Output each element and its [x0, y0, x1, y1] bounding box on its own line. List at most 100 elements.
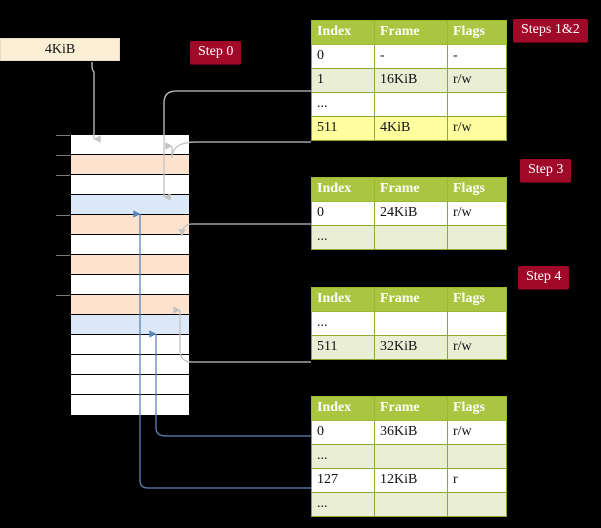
table-row: 0-- [311, 44, 507, 69]
table-cell-flags: r/w [447, 335, 507, 360]
badge-step-0: Step 0 [190, 41, 242, 64]
badge-step-3-label: Step 3 [528, 162, 564, 177]
table-cell-index: ... [311, 492, 375, 517]
table-cell-frame: 12KiB [374, 468, 448, 493]
column-header-flags: Flags [447, 177, 507, 202]
physical-memory-block [70, 134, 190, 415]
table-cell-flags [447, 311, 507, 336]
memory-frame-row [71, 135, 189, 155]
badge-steps-1-2: Steps 1&2 [513, 19, 588, 42]
table-row: ... [311, 444, 507, 469]
table-cell-flags: r/w [447, 201, 507, 226]
table-cell-frame [374, 492, 448, 517]
source-frame-label: 4KiB [44, 41, 76, 57]
column-header-frame: Frame [374, 20, 448, 45]
table-cell-flags: - [447, 44, 507, 69]
table-row: ... [311, 225, 507, 250]
memory-frame-row [71, 355, 189, 375]
badge-steps-1-2-label: Steps 1&2 [521, 22, 580, 37]
table-cell-flags: r [447, 468, 507, 493]
table-cell-frame [374, 92, 448, 117]
badge-step-4-label: Step 4 [526, 269, 562, 284]
badge-step-4: Step 4 [518, 266, 570, 289]
table-cell-flags: r/w [447, 420, 507, 445]
memory-frame-row [71, 375, 189, 395]
table-cell-frame [374, 311, 448, 336]
wire-step4 [173, 306, 311, 363]
table-cell-index: ... [311, 444, 375, 469]
table-cell-flags [447, 444, 507, 469]
table-cell-flags [447, 92, 507, 117]
memory-frame-row [71, 155, 189, 175]
memory-frame-row [71, 395, 189, 415]
source-frame-box: 4KiB [0, 38, 120, 61]
column-header-flags: Flags [447, 396, 507, 421]
memory-frame-row [71, 215, 189, 235]
column-header-index: Index [311, 396, 375, 421]
wire-step3 [181, 223, 311, 240]
table-cell-flags: r/w [447, 68, 507, 93]
table-cell-frame [374, 225, 448, 250]
table-cell-index: ... [311, 311, 375, 336]
table-cell-frame: 24KiB [374, 201, 448, 226]
memory-frame-row [71, 255, 189, 275]
table-cell-index: 127 [311, 468, 375, 493]
table-cell-index: ... [311, 225, 375, 250]
table-row: ... [311, 492, 507, 517]
column-header-frame: Frame [374, 287, 448, 312]
table-cell-index: 511 [311, 335, 375, 360]
table-cell-frame: 16KiB [374, 68, 448, 93]
column-header-flags: Flags [447, 287, 507, 312]
wire-steps12-a [165, 141, 311, 159]
table-cell-frame: 4KiB [374, 116, 448, 141]
memory-frame-row [71, 315, 189, 335]
memory-frame-row [71, 235, 189, 255]
memory-frame-row [71, 295, 189, 315]
table-cell-index: 0 [311, 44, 375, 69]
memory-frame-row [71, 335, 189, 355]
column-header-index: Index [311, 287, 375, 312]
memory-frame-row [71, 175, 189, 195]
table-cell-flags [447, 225, 507, 250]
table-row: ... [311, 311, 507, 336]
badge-step-0-label: Step 0 [198, 44, 234, 59]
memory-scale-tick [56, 175, 70, 176]
memory-frame-row [71, 195, 189, 215]
column-header-flags: Flags [447, 20, 507, 45]
table-cell-frame: 32KiB [374, 335, 448, 360]
memory-scale-tick [56, 255, 70, 256]
table-cell-index: 0 [311, 201, 375, 226]
column-header-frame: Frame [374, 177, 448, 202]
badge-step-3: Step 3 [520, 159, 572, 182]
column-header-index: Index [311, 20, 375, 45]
column-header-index: Index [311, 177, 375, 202]
memory-scale-tick [56, 135, 70, 136]
table-cell-flags [447, 492, 507, 517]
table-cell-frame [374, 444, 448, 469]
table-cell-index: ... [311, 92, 375, 117]
table-cell-index: 0 [311, 420, 375, 445]
column-header-frame: Frame [374, 396, 448, 421]
table-cell-index: 511 [311, 116, 375, 141]
memory-scale-tick [56, 295, 70, 296]
wire-step0 [91, 62, 101, 143]
memory-scale-tick [56, 215, 70, 216]
table-cell-frame: - [374, 44, 448, 69]
memory-frame-row [71, 275, 189, 295]
table-cell-frame: 36KiB [374, 420, 448, 445]
